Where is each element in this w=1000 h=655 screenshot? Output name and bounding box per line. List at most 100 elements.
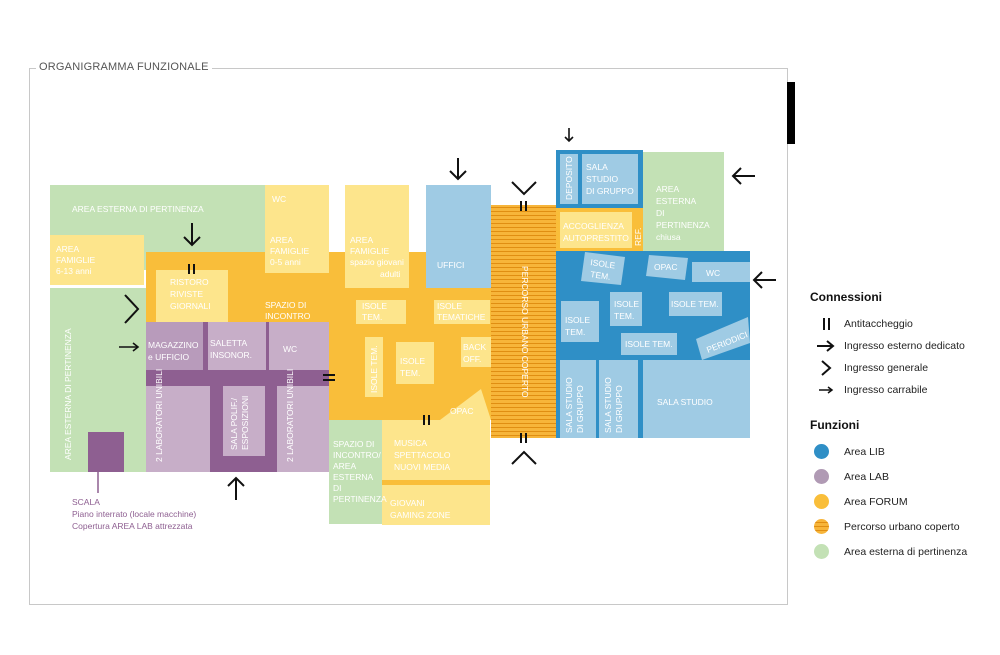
room-accoglienza-inner — [560, 212, 632, 248]
room-lab-unibili-2 — [277, 386, 329, 472]
room-isole-tem-vert — [365, 337, 383, 397]
room-sala-studio — [643, 360, 750, 438]
label-lib-isole-1-1: ISOLE — [590, 257, 617, 270]
scala-block — [88, 432, 124, 472]
label-famiglie-05-1: AREA — [270, 235, 293, 245]
room-ristoro — [156, 270, 228, 324]
label-sala-studio: SALA STUDIO — [657, 397, 713, 407]
label-spazio-esterna-2: INCONTRO/ — [333, 450, 381, 460]
legend: Connessioni Antitaccheggio Ingresso este… — [810, 290, 995, 569]
antitaccheggio-icon — [323, 374, 335, 381]
label-musica-2: SPETTACOLO — [394, 450, 451, 460]
label-famiglie-giovani-3: spazio giovani — [350, 257, 404, 267]
label-wc1: WC — [272, 194, 286, 204]
label-back-off-1: BACK — [463, 342, 486, 352]
label-deposito: DEPOSITO — [564, 156, 574, 200]
room-opac-forum — [440, 389, 491, 420]
label-famiglie-giovani-4: adulti — [380, 269, 400, 279]
label-chiusa-1: AREA — [656, 184, 679, 194]
arrow-bold-icon — [817, 340, 835, 352]
arrow-thin-icon — [119, 342, 140, 352]
connections — [119, 128, 776, 500]
label-famiglie-05-2: FAMIGLIE — [270, 246, 310, 256]
label-isole-b-2: TEM. — [400, 368, 420, 378]
label-isole-tematiche-1: ISOLE — [437, 301, 462, 311]
legend-label-forum: Area FORUM — [844, 496, 908, 508]
room-musica — [382, 420, 490, 480]
label-giovani-1: GIOVANI — [390, 498, 425, 508]
legend-row-percorso: Percorso urbano coperto — [810, 519, 995, 544]
arrow-bold-icon — [227, 476, 245, 500]
label-spazio-incontro-1: SPAZIO DI — [265, 300, 306, 310]
percorso-urbano — [491, 205, 556, 438]
legend-row-lab: Area LAB — [810, 469, 995, 494]
arrow-thin-icon — [819, 386, 834, 394]
label-scala-1: SCALA — [72, 497, 100, 507]
room-area-famiglie-giovani — [345, 185, 409, 288]
legend-label-percorso: Percorso urbano coperto — [844, 521, 960, 533]
room-saletta — [208, 322, 266, 370]
legend-row-ingresso-esterno: Ingresso esterno dedicato — [810, 338, 995, 360]
label-scala-2: Piano interrato (locale macchine) — [72, 509, 196, 519]
label-famiglie-05-3: 0-5 anni — [270, 257, 301, 267]
label-ssg-top-1: SALA — [586, 162, 608, 172]
label-ssg-1-1: SALA STUDIO — [564, 377, 574, 433]
legend-funzioni-title: Funzioni — [810, 418, 860, 432]
label-ssg-2-1: SALA STUDIO — [603, 377, 613, 433]
antitaccheggio-icon — [423, 415, 430, 425]
room-lib-isole-5 — [621, 333, 677, 355]
legend-row-lib: Area LIB — [810, 444, 995, 469]
legend-label-ingresso-carrabile: Ingresso carrabile — [844, 384, 928, 396]
label-area-esterna-left: AREA ESTERNA DI PERTINENZA — [63, 328, 73, 460]
legend-label-antitaccheggio: Antitaccheggio — [844, 318, 913, 330]
swatch-green — [814, 544, 829, 559]
label-ristoro-2: RIVISTE — [170, 289, 203, 299]
legend-row-green: Area esterna di pertinenza — [810, 544, 995, 569]
arrow-bold-icon — [183, 223, 201, 247]
label-saletta-1: SALETTA — [210, 338, 247, 348]
label-famiglie-giovani-2: FAMIGLIE — [350, 246, 390, 256]
antitaccheggio-icon — [520, 433, 527, 443]
label-chiusa-5: chiusa — [656, 232, 681, 242]
room-lab-unibili-1 — [146, 386, 210, 472]
label-magazzino-2: e UFFICIO — [148, 352, 189, 362]
label-lib-isole-1-2: TEM. — [590, 269, 612, 282]
room-lib-isole-1 — [581, 252, 625, 285]
diagram-title: ORGANIGRAMMA FUNZIONALE — [36, 61, 212, 73]
room-magazzino — [146, 322, 203, 370]
label-isole-a-1: ISOLE — [362, 301, 387, 311]
area-esterna-chiusa — [643, 152, 724, 251]
swatch-percorso — [814, 519, 829, 534]
label-back-off-2: OFF. — [463, 354, 481, 364]
label-ssg-1-2: DI GRUPPO — [575, 385, 585, 433]
label-ssg-top-2: STUDIO — [586, 174, 619, 184]
room-lib-wc — [692, 262, 750, 282]
arrow-bold-icon — [731, 167, 755, 185]
label-accoglienza-2: AUTOPRESTITO — [563, 233, 629, 243]
black-marker — [787, 82, 795, 144]
label-chiusa-3: DI — [656, 208, 665, 218]
label-isole-b-1: ISOLE — [400, 356, 425, 366]
label-isole-tematiche-2: TEMATICHE — [437, 312, 486, 322]
legend-row-ingresso-carrabile: Ingresso carrabile — [810, 382, 995, 404]
label-spazio-esterna-5: DI — [333, 483, 342, 493]
label-chiusa-4: PERTINENZA — [656, 220, 710, 230]
label-wc2: WC — [283, 344, 297, 354]
legend-label-lib: Area LIB — [844, 446, 885, 458]
label-ref: REF. — [633, 228, 643, 246]
label-lib-isole-3-1: ISOLE — [614, 299, 639, 309]
room-sala-studio-gruppo-1 — [560, 360, 596, 438]
legend-label-green: Area esterna di pertinenza — [844, 546, 968, 558]
legend-label-lab: Area LAB — [844, 471, 889, 483]
label-chiusa-2: ESTERNA — [656, 196, 696, 206]
forum-areas — [50, 185, 491, 525]
label-sala-polif-2: ESPOSIZIONI — [240, 396, 250, 450]
antitaccheggio-icon — [823, 318, 830, 330]
antitaccheggio-icon — [188, 264, 195, 274]
label-spazio-esterna-1: SPAZIO DI — [333, 439, 374, 449]
room-back-off — [461, 337, 491, 367]
room-giovani — [382, 485, 490, 525]
label-lib-isole-3-2: TEM. — [614, 311, 634, 321]
room-lib-isole-3 — [610, 292, 642, 326]
chevron-icon — [124, 294, 140, 324]
